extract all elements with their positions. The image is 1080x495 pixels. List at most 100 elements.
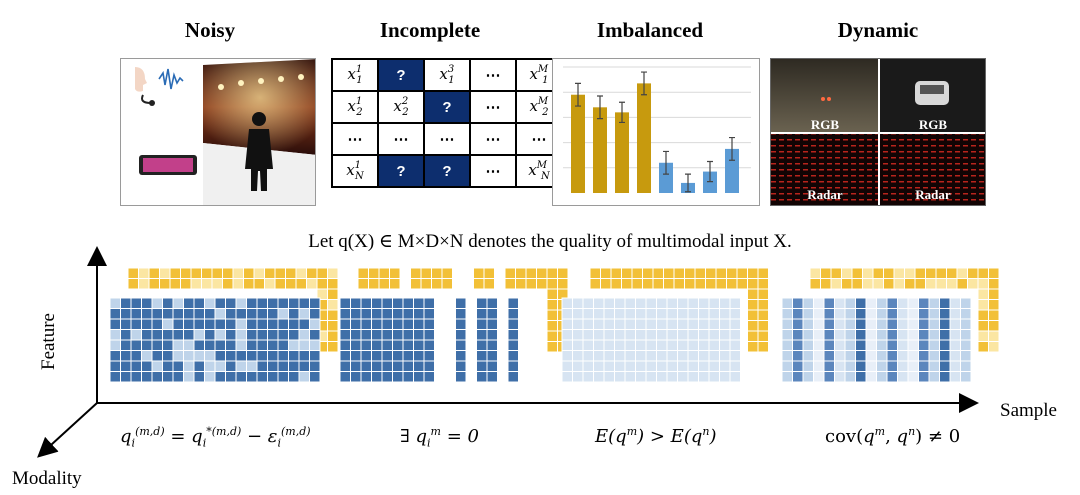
ellipsis-cell: ⋯: [377, 122, 425, 156]
grid-cell: [897, 350, 909, 362]
grid-cell: [162, 297, 174, 309]
grid-cell: [183, 371, 195, 383]
grid-cell: [413, 308, 425, 320]
grid-cell: [708, 350, 720, 362]
grid-cell: [423, 308, 435, 320]
grid-cell: [802, 339, 814, 351]
grid-cell: [214, 360, 226, 372]
grid-cell: [897, 329, 909, 341]
grid-cell: [518, 318, 530, 330]
grid-cell: [561, 318, 573, 330]
grid-cell: [928, 350, 940, 362]
grid-cell-back: [600, 267, 612, 279]
grid-cell-back: [642, 278, 654, 290]
grid-cell-back: [138, 278, 150, 290]
grid-cell: [444, 339, 456, 351]
grid-cell: [151, 297, 163, 309]
grid-cell: [823, 339, 835, 351]
grid-cell-back: [872, 278, 884, 290]
grid-cell: [729, 360, 741, 372]
grid-cell: [350, 308, 362, 320]
grid-cell: [288, 360, 300, 372]
grid-cell: [886, 360, 898, 372]
grid-cell: [855, 318, 867, 330]
radar-label-left: Radar: [807, 187, 843, 202]
grid-cell: [193, 297, 205, 309]
dynamic-illustration: [771, 59, 985, 205]
grid-cell: [561, 360, 573, 372]
grid-cell: [719, 371, 731, 383]
grid-cell: [865, 350, 877, 362]
grid-cell: [497, 371, 509, 383]
grid-cell-back: [504, 267, 516, 279]
grid-cell: [455, 308, 467, 320]
grid-cell: [225, 339, 237, 351]
grid-cell: [256, 350, 268, 362]
grid-cell-back: [977, 288, 989, 300]
grid-cell: [593, 308, 605, 320]
grid-cell-back: [757, 309, 769, 321]
bar: [659, 162, 673, 193]
grid-cell: [834, 329, 846, 341]
grid-cell: [823, 308, 835, 320]
grid-cell: [593, 329, 605, 341]
grid-cell: [918, 350, 930, 362]
grid-cell: [455, 318, 467, 330]
grid-cell-back: [494, 278, 506, 290]
grid-cell: [645, 329, 657, 341]
grid-cell: [486, 339, 498, 351]
grid-cell: [918, 308, 930, 320]
grid-cell-back: [420, 267, 432, 279]
grid-cell: [507, 350, 519, 362]
grid-cell: [823, 360, 835, 372]
grid-cell: [708, 371, 720, 383]
grid-cell: [939, 339, 951, 351]
grid-cell: [645, 297, 657, 309]
grid-cell: [434, 350, 446, 362]
grid-cell: [802, 308, 814, 320]
grid-cell: [802, 350, 814, 362]
grid-cell: [204, 350, 216, 362]
grid-cell-back: [705, 267, 717, 279]
grid-cell: [518, 297, 530, 309]
grid-cell: [666, 297, 678, 309]
grid-cell: [151, 318, 163, 330]
grid-cell: [656, 329, 668, 341]
grid-cell-back: [201, 278, 213, 290]
grid-cell: [423, 339, 435, 351]
error-bar: [729, 136, 735, 161]
grid-cell: [455, 350, 467, 362]
grid-cell: [225, 360, 237, 372]
grid-cell: [381, 308, 393, 320]
grid-cell: [225, 371, 237, 383]
grid-cell: [781, 360, 793, 372]
grid-cell-back: [809, 278, 821, 290]
grid-cell: [656, 350, 668, 362]
grid-cell-back: [285, 267, 297, 279]
grid-cell: [465, 308, 477, 320]
imbalanced-panel: [552, 58, 760, 206]
grid-cell: [865, 318, 877, 330]
grid-cell-back: [504, 278, 516, 290]
grid-cell: [465, 297, 477, 309]
grid-cell: [813, 329, 825, 341]
grid-cell: [603, 350, 615, 362]
grid-cell: [151, 371, 163, 383]
grid-cell: [214, 371, 226, 383]
grid-cell: [381, 339, 393, 351]
grid-cell: [918, 318, 930, 330]
grid-cell: [246, 318, 258, 330]
grid-cell: [928, 371, 940, 383]
grid-cell: [582, 360, 594, 372]
grid-cell: [918, 371, 930, 383]
formula-noisy: qi(m,d) = qi*(m,d) − εi(m,d): [120, 425, 311, 450]
grid-cell: [666, 339, 678, 351]
grid-cell-back: [977, 320, 989, 332]
grid-cell-back: [515, 267, 527, 279]
grid-cell-back: [546, 267, 558, 279]
grid-cell: [593, 297, 605, 309]
grid-cell: [687, 360, 699, 372]
grid-cell-back: [935, 278, 947, 290]
grid-cell: [402, 350, 414, 362]
grid-cell: [413, 350, 425, 362]
